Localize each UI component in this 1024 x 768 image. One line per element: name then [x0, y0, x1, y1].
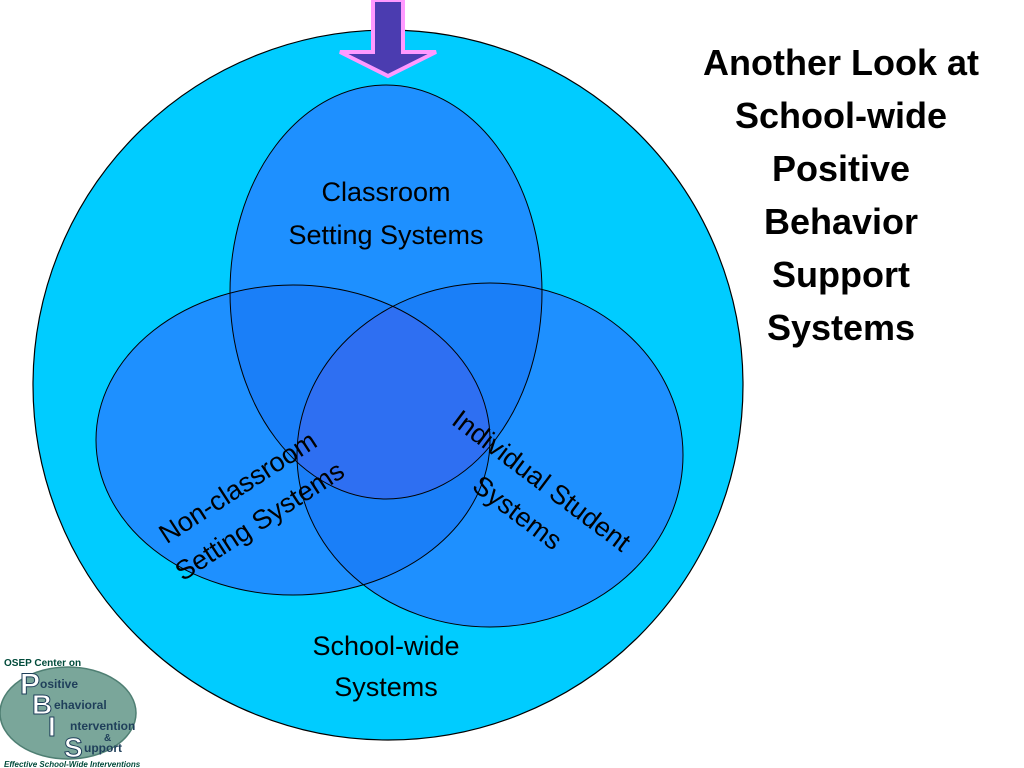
logo-ampersand: & [104, 733, 111, 744]
title-line-2: School-wide [734, 95, 947, 136]
nonclassroom-outline [95, 284, 491, 596]
classroom-label-line2: Setting Systems [288, 220, 483, 250]
logo-letter-p: P [20, 668, 40, 701]
title-line-3: Positive [771, 148, 911, 189]
title-line-5: Support [772, 254, 910, 295]
individual-outline [296, 282, 684, 628]
school-wide-label: School-wide Systems [312, 631, 459, 702]
title-line-1: Another Look at [703, 42, 979, 83]
osep-pbis-logo: OSEP Center on P B I S ositive ehavioral… [0, 658, 141, 768]
logo-word-support: upport [84, 741, 122, 755]
classroom-label: Classroom Setting Systems [288, 177, 483, 250]
logo-letter-s: S [64, 732, 83, 763]
logo-word-behavioral: ehavioral [54, 698, 107, 712]
title-line-4: Behavior [763, 201, 919, 242]
title-line-6: Systems [766, 307, 916, 348]
school-wide-label-line1: School-wide [312, 631, 459, 661]
classroom-outline [229, 84, 543, 500]
logo-footer: Effective School-Wide Interventions [4, 760, 141, 768]
logo-header: OSEP Center on [4, 658, 81, 669]
school-wide-label-line2: Systems [334, 672, 438, 702]
classroom-label-line1: Classroom [321, 177, 450, 207]
logo-word-intervention: ntervention [70, 719, 135, 733]
logo-letter-i: I [48, 711, 56, 742]
logo-seal [0, 666, 137, 760]
logo-word-positive: ositive [40, 677, 78, 691]
logo-letter-b: B [32, 689, 52, 720]
down-arrow-icon [339, 0, 437, 79]
overlap-center [297, 285, 490, 499]
slide-title: Another Look at School-wide Positive Beh… [660, 36, 1022, 354]
